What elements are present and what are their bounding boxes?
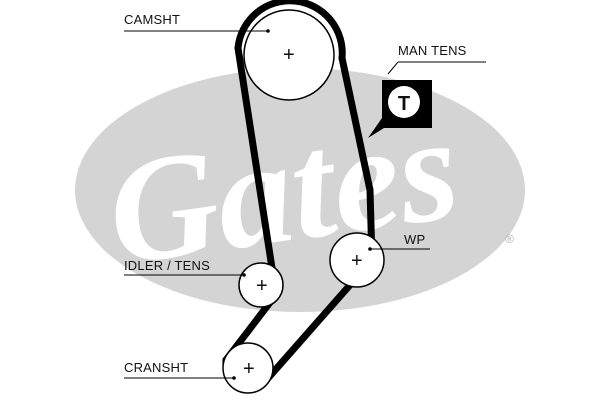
- belt-left-upper: [234, 44, 276, 272]
- water-pump-center-mark: +: [351, 250, 363, 272]
- belt-cam-wrap: [234, 0, 346, 62]
- crankshaft-rim: [222, 342, 274, 394]
- tensioner-badge-circle: [388, 86, 420, 118]
- crankshaft-pulley: +: [222, 342, 274, 394]
- leader-dot-crankshaft: [232, 376, 236, 380]
- tensioner-badge-letter: T: [398, 93, 410, 115]
- leader-dots: [232, 29, 372, 380]
- gates-logo-watermark: Gates ®: [75, 68, 525, 312]
- label-manual-tensioner: MAN TENS: [398, 43, 467, 58]
- manual-tensioner-badge: T: [368, 80, 432, 138]
- camshaft-pulley: +: [243, 9, 335, 101]
- leader-dot-idler: [242, 273, 246, 277]
- idler-center-mark: +: [256, 275, 268, 297]
- water-pump-pulley: +: [329, 232, 385, 288]
- label-water-pump: WP: [404, 232, 425, 247]
- leader-man-tens-d: [387, 61, 399, 75]
- label-idler-tensioner: IDLER / TENS: [124, 258, 210, 273]
- water-pump-rim: [329, 232, 385, 288]
- leader-dot-camshaft: [266, 29, 270, 33]
- belt-right-run: [258, 54, 376, 389]
- camshaft-center-mark: +: [283, 44, 295, 66]
- idler-tensioner-pulley: +: [238, 262, 284, 308]
- logo-oval: [75, 68, 525, 312]
- camshaft-pulley-rim: [243, 9, 335, 101]
- label-crankshaft: CRANSHT: [124, 360, 188, 375]
- leader-dot-water-pump: [368, 247, 372, 251]
- leader-lines: [124, 30, 486, 379]
- idler-rim: [238, 262, 284, 308]
- label-camshaft: CAMSHT: [124, 12, 180, 27]
- crankshaft-center-mark: +: [243, 358, 255, 380]
- registered-mark: ®: [505, 232, 514, 246]
